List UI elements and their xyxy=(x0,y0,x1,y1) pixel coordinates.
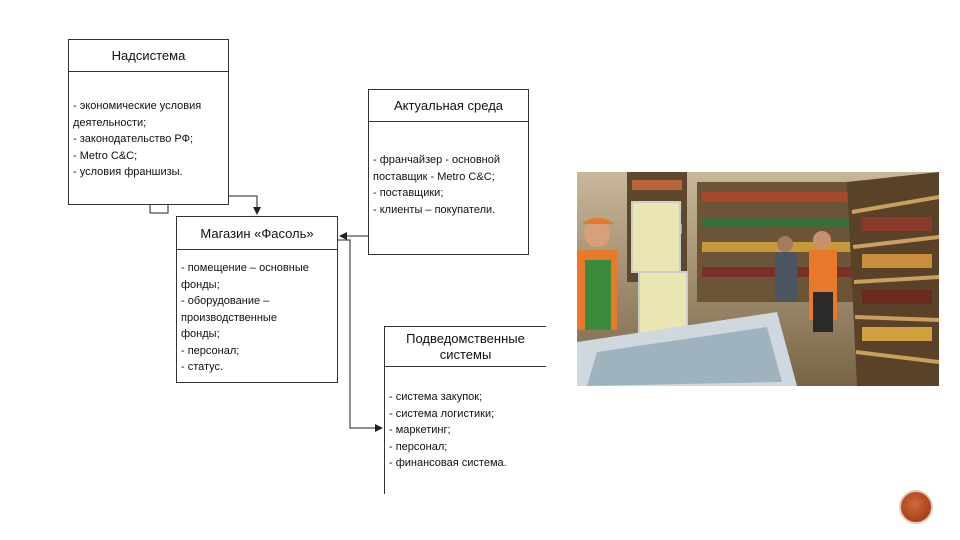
box-podvedomstvennye-line: - система логистики; xyxy=(389,407,495,420)
connector-nadsistema-magazin-arrow xyxy=(229,195,261,215)
box-magazin-line: - помещение – основные xyxy=(181,262,309,274)
box-magazin-line: - оборудование – xyxy=(181,295,270,307)
box-magazin-line: фонды; xyxy=(181,328,220,340)
box-magazin-body: - помещение – основные фонды; - оборудов… xyxy=(177,250,337,376)
box-podvedomstvennye-line: - финансовая система. xyxy=(389,457,507,469)
box-podvedomstvennye-title-line1: Подведомственные xyxy=(406,330,525,346)
box-aktualnaya-sreda-body: - франчайзер - основной поставщик - Metr… xyxy=(369,122,528,218)
box-magazin-line: производственные xyxy=(181,311,277,324)
box-nadsistema-body: - экономические условия деятельности; - … xyxy=(69,72,228,181)
box-nadsistema-line: - Metro C&C; xyxy=(73,149,138,162)
box-magazin: Магазин «Фасоль» - помещение – основные … xyxy=(176,216,338,383)
presentation-logo-icon xyxy=(899,490,933,524)
box-nadsistema-line: деятельности; xyxy=(73,116,147,129)
box-aktualnaya-sreda-line: - поставщики; xyxy=(373,187,444,199)
box-podvedomstvennye-line: - персонал; xyxy=(389,440,448,453)
box-podvedomstvennye-title: Подведомственные системы xyxy=(385,327,546,367)
box-nadsistema-line: - условия франшизы. xyxy=(73,166,183,178)
box-nadsistema: Надсистема - экономические условия деяте… xyxy=(68,39,229,205)
box-podvedomstvennye-body: - система закупок; - система логистики; … xyxy=(385,367,546,472)
box-podvedomstvennye: Подведомственные системы - система закуп… xyxy=(384,326,546,494)
box-aktualnaya-sreda-line: поставщик - Metro C&C; xyxy=(373,170,495,183)
box-magazin-line: фонды; xyxy=(181,278,220,291)
box-nadsistema-title: Надсистема xyxy=(69,40,228,72)
box-podvedomstvennye-line: - система закупок; xyxy=(389,391,483,403)
box-aktualnaya-sreda-line: - франчайзер - основной xyxy=(373,154,500,166)
store-photo-illustration xyxy=(577,172,939,386)
box-magazin-line: - статус. xyxy=(181,361,224,373)
box-aktualnaya-sreda-title: Актуальная среда xyxy=(369,90,528,122)
box-magazin-line: - персонал; xyxy=(181,344,240,357)
connector-magazin-pod xyxy=(338,239,383,432)
box-aktualnaya-sreda-line: - клиенты – покупатели. xyxy=(373,203,496,216)
store-photo xyxy=(577,172,939,386)
box-podvedomstvennye-title-line2: системы xyxy=(439,346,492,362)
connector-nadsistema-magazin xyxy=(149,205,169,214)
box-magazin-title: Магазин «Фасоль» xyxy=(177,217,337,250)
box-nadsistema-line: - законодательство РФ; xyxy=(73,133,194,145)
box-nadsistema-line: - экономические условия xyxy=(73,100,202,112)
box-aktualnaya-sreda: Актуальная среда - франчайзер - основной… xyxy=(368,89,529,255)
box-podvedomstvennye-line: - маркетинг; xyxy=(389,424,451,436)
